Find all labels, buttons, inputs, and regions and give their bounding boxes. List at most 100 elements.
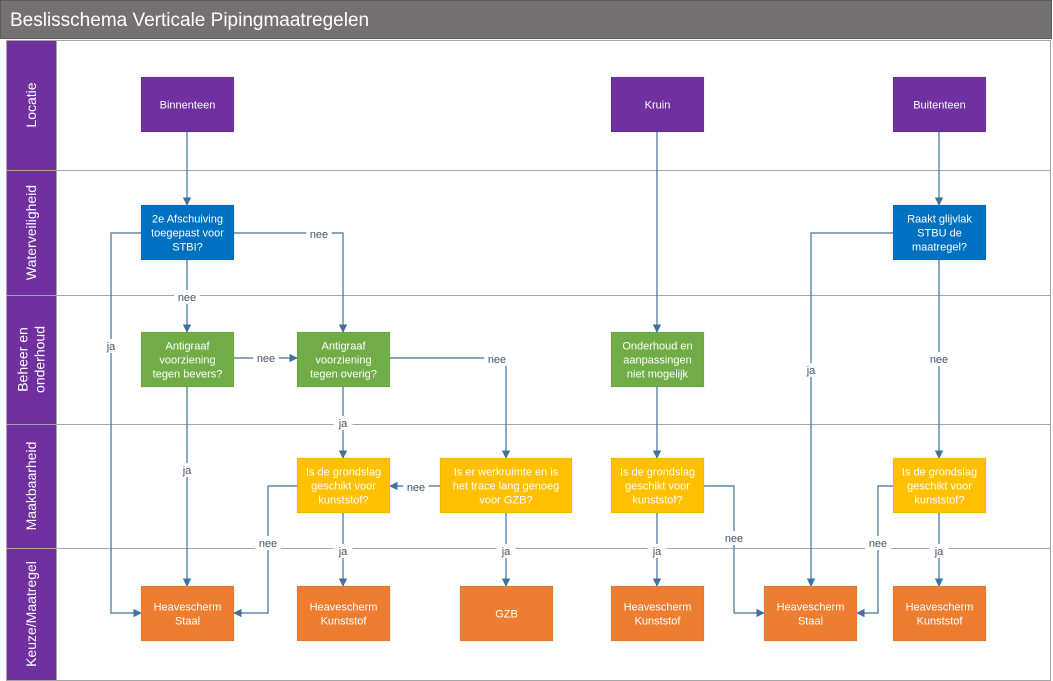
box-shape-overig bbox=[296, 331, 391, 388]
box-shape-grondslag3 bbox=[892, 457, 987, 514]
lane-header-keuze bbox=[6, 548, 57, 681]
connector-label-bg bbox=[484, 352, 510, 366]
connector-label-werkruimte-to-gzb: ja bbox=[501, 546, 511, 558]
connector-label-overig-to-werkruimte: nee bbox=[488, 354, 506, 366]
lane-header-waterveiligheid bbox=[6, 170, 57, 296]
title-bar bbox=[0, 0, 1052, 39]
connector-label-bg bbox=[174, 290, 200, 304]
connector-grondslag2-to-staal2 bbox=[704, 485, 765, 618]
connector-label-bg bbox=[801, 363, 821, 377]
box-shape-kunststof1 bbox=[296, 585, 391, 642]
connector-label-grondslag2-to-kunststof2: ja bbox=[652, 546, 662, 558]
box-shape-kunststof2 bbox=[610, 585, 705, 642]
connector-label-bg bbox=[929, 544, 949, 558]
box-shape-kruin bbox=[610, 76, 705, 133]
connector-label-grondslag1-to-kunststof1: ja bbox=[338, 546, 348, 558]
box-kruin: Kruin bbox=[610, 76, 705, 133]
connector-label-bevers-to-overig: nee bbox=[257, 353, 275, 365]
box-shape-bevers bbox=[140, 331, 235, 388]
box-label-buitenteen: Buitenteen bbox=[913, 100, 966, 112]
connector-label-bg bbox=[865, 536, 891, 550]
connector-label-bg bbox=[333, 544, 353, 558]
connector-afschuiving-to-staal1 bbox=[110, 232, 142, 618]
box-shape-onderhoud bbox=[610, 331, 705, 388]
connector-glijvlak-to-staal2 bbox=[806, 232, 893, 587]
box-shape-staal2 bbox=[763, 585, 858, 642]
connector-label-glijvlak-to-staal2: ja bbox=[806, 365, 816, 377]
box-buitenteen: Buitenteen bbox=[892, 76, 987, 133]
lane-label-locatie: Locatie bbox=[23, 82, 39, 127]
box-shape-werkruimte bbox=[439, 457, 573, 514]
box-label-binnenteen: Binnenteen bbox=[160, 100, 216, 112]
connector-label-grondslag2-to-staal2: nee bbox=[725, 533, 743, 545]
connector-label-bg bbox=[255, 536, 281, 550]
lane-header-maakbaarheid bbox=[6, 424, 57, 549]
connector-label-bg bbox=[721, 531, 747, 545]
connector-labels: nee nee ja nee ja ja nee nee ja ja nee ja nee ja nee ja… bbox=[101, 227, 952, 558]
connector-label-bg bbox=[647, 544, 667, 558]
box-shape-staal1 bbox=[140, 585, 235, 642]
connector-label-bg bbox=[177, 463, 197, 477]
lane-label-maakbaarheid: Maakbaarheid bbox=[23, 442, 39, 531]
box-shape-grondslag1 bbox=[296, 457, 391, 514]
box-shape-afschuiving bbox=[140, 204, 235, 261]
box-shape-kunststof3 bbox=[892, 585, 987, 642]
connector-label-afschuiving-to-overig: nee bbox=[310, 229, 328, 241]
connector-label-overig-to-grondslag1: ja bbox=[338, 418, 348, 430]
lane-label-keuze: Keuze/Maatregel bbox=[23, 561, 39, 667]
box-shape-binnenteen bbox=[140, 76, 235, 133]
connector-label-werkruimte-to-grondslag1: nee bbox=[407, 482, 425, 494]
connector-label-bg bbox=[101, 339, 121, 353]
box-label-kruin: Kruin bbox=[645, 100, 671, 112]
connector-label-bg bbox=[403, 480, 429, 494]
connector-label-grondslag1-to-staal1: nee bbox=[259, 538, 277, 550]
box-shape-glijvlak bbox=[892, 204, 987, 261]
lane-label-beheer: Beheer enonderhoud bbox=[15, 326, 48, 393]
connector-label-bevers-to-staal1: ja bbox=[182, 465, 192, 477]
connector-label-afschuiving-to-staal1: ja bbox=[106, 341, 116, 353]
connector-afschuiving-to-overig bbox=[234, 232, 348, 333]
box-shape-grondslag2 bbox=[610, 457, 705, 514]
connector-label-glijvlak-to-grondslag3: nee bbox=[930, 354, 948, 366]
connector-label-bg bbox=[253, 351, 279, 365]
box-shape-buitenteen bbox=[892, 76, 987, 133]
box-gzb: GZB bbox=[459, 585, 554, 642]
connector-label-afschuiving-to-bevers: nee bbox=[178, 292, 196, 304]
connector-label-grondslag3-to-kunststof3: ja bbox=[934, 546, 944, 558]
connector-label-bg bbox=[333, 416, 353, 430]
connector-label-bg bbox=[496, 544, 516, 558]
lane-header-locatie bbox=[6, 40, 57, 171]
box-label-gzb: GZB bbox=[495, 609, 518, 621]
box-binnenteen: Binnenteen bbox=[140, 76, 235, 133]
